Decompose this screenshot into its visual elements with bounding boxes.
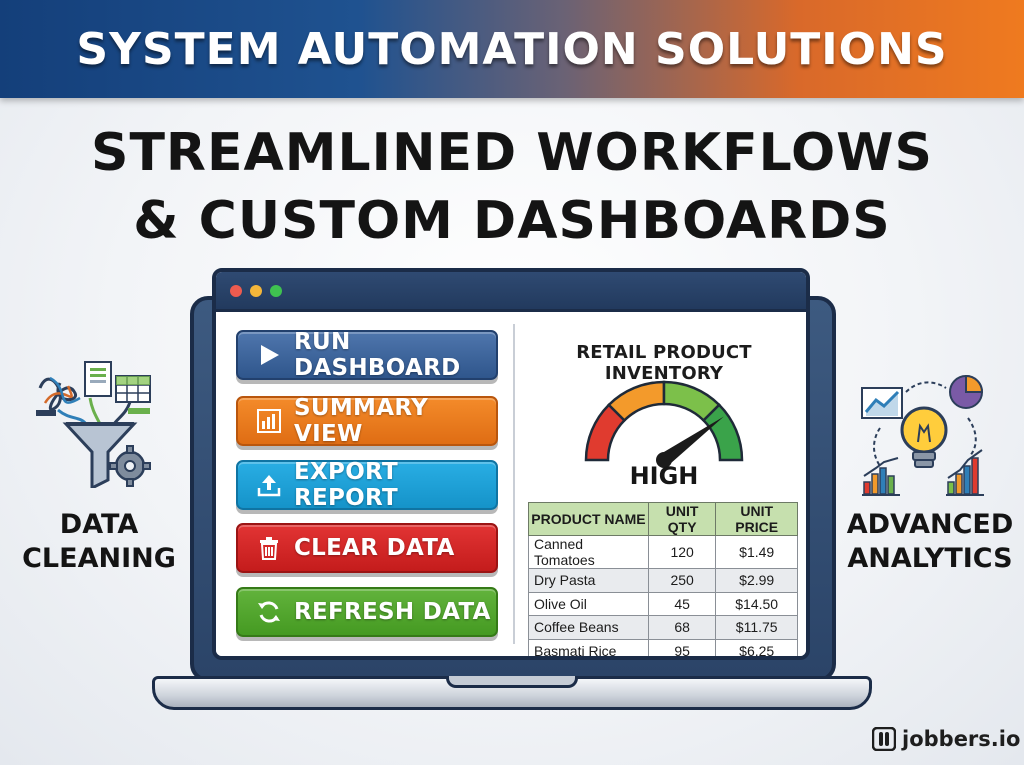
data-cleaning-label: DATA CLEANING — [14, 508, 184, 576]
export-report-button[interactable]: EXPORT REPORT — [236, 459, 498, 511]
cell-unit-price: $11.75 — [715, 615, 798, 640]
cell-product-name: Olive Oil — [528, 591, 649, 616]
cell-product-name: Canned Tomatoes — [528, 535, 649, 569]
play-icon — [261, 345, 279, 365]
funnel-gear-icon — [30, 358, 160, 491]
cell-unit-qty: 120 — [647, 535, 717, 569]
upload-icon — [257, 475, 281, 497]
cell-unit-price: $1.49 — [715, 535, 798, 569]
advanced-analytics-label: ADVANCED ANALYTICS — [845, 508, 1015, 576]
brand: jobbers.io — [872, 727, 1020, 751]
window-titlebar — [216, 272, 806, 312]
refresh-icon — [258, 601, 280, 623]
cell-unit-qty: 250 — [647, 568, 717, 593]
cell-product-name: Coffee Beans — [528, 615, 649, 640]
summary-view-button[interactable]: SUMMARY VIEW — [236, 395, 498, 447]
clear-data-label: CLEAR DATA — [294, 535, 455, 561]
gauge-zone — [607, 380, 666, 423]
gauge-needle-pointer — [659, 416, 724, 466]
trash-icon — [260, 537, 278, 560]
inventory-gauge — [584, 380, 744, 468]
summary-view-label: SUMMARY VIEW — [294, 395, 429, 447]
dashboard-window: RUN DASHBOARD SUMMARY VIEW EXPORT REPORT — [212, 268, 810, 660]
lightbulb-charts-icon — [858, 372, 988, 502]
cell-product-name: Dry Pasta — [528, 568, 649, 593]
window-close-button[interactable] — [230, 284, 242, 297]
cell-product-name: Basmati Rice — [528, 638, 649, 656]
cell-unit-qty: 95 — [647, 638, 717, 656]
export-report-label: EXPORT REPORT — [294, 459, 399, 511]
cell-unit-price: $6.25 — [715, 638, 798, 656]
cell-unit-qty: 68 — [647, 615, 717, 640]
panel-divider — [513, 324, 515, 644]
column-header-product-name: PRODUCT NAME — [528, 502, 649, 536]
gauge-zone — [701, 403, 744, 462]
cell-unit-price: $14.50 — [715, 591, 798, 616]
data-cleaning-line-1: DATA — [59, 509, 139, 540]
advanced-analytics-line-1: ADVANCED — [846, 509, 1014, 540]
gauge-hub — [656, 452, 672, 468]
jobbers-logo-icon — [872, 727, 896, 751]
top-banner: SYSTEM AUTOMATION SOLUTIONS — [0, 0, 1024, 98]
gauge-needle — [656, 416, 724, 468]
run-dashboard-button[interactable]: RUN DASHBOARD — [236, 329, 498, 381]
cell-unit-price: $2.99 — [715, 568, 798, 593]
window-minimize-button[interactable] — [250, 284, 262, 297]
headline-line-1: STREAMLINED WORKFLOWS — [91, 123, 933, 183]
bar-chart-icon — [257, 409, 281, 433]
inventory-title: RETAIL PRODUCT INVENTORY — [576, 342, 752, 384]
cell-unit-qty: 45 — [647, 591, 717, 616]
banner-title: SYSTEM AUTOMATION SOLUTIONS — [76, 23, 948, 75]
gauge-level-label: HIGH — [629, 462, 699, 490]
run-dashboard-label: RUN DASHBOARD — [294, 329, 461, 381]
data-cleaning-line-2: CLEANING — [22, 543, 176, 574]
inventory-table: PRODUCT NAME UNIT QTY UNIT PRICE Canned … — [528, 502, 798, 656]
brand-name: jobbers.io — [902, 727, 1021, 751]
refresh-data-button[interactable]: REFRESH DATA — [236, 587, 498, 637]
clear-data-button[interactable]: CLEAR DATA — [236, 523, 498, 573]
dashboard-body: RUN DASHBOARD SUMMARY VIEW EXPORT REPORT — [216, 312, 806, 656]
gauge-zones — [584, 380, 744, 462]
table-header-row: PRODUCT NAME UNIT QTY UNIT PRICE — [528, 502, 798, 536]
refresh-data-label: REFRESH DATA — [294, 599, 491, 625]
column-header-unit-qty: UNIT QTY — [647, 502, 717, 536]
window-maximize-button[interactable] — [270, 284, 282, 297]
laptop-notch — [446, 676, 578, 688]
advanced-analytics-line-2: ANALYTICS — [847, 543, 1013, 574]
column-header-unit-price: UNIT PRICE — [715, 502, 798, 536]
headline-line-2: & CUSTOM DASHBOARDS — [133, 191, 891, 251]
